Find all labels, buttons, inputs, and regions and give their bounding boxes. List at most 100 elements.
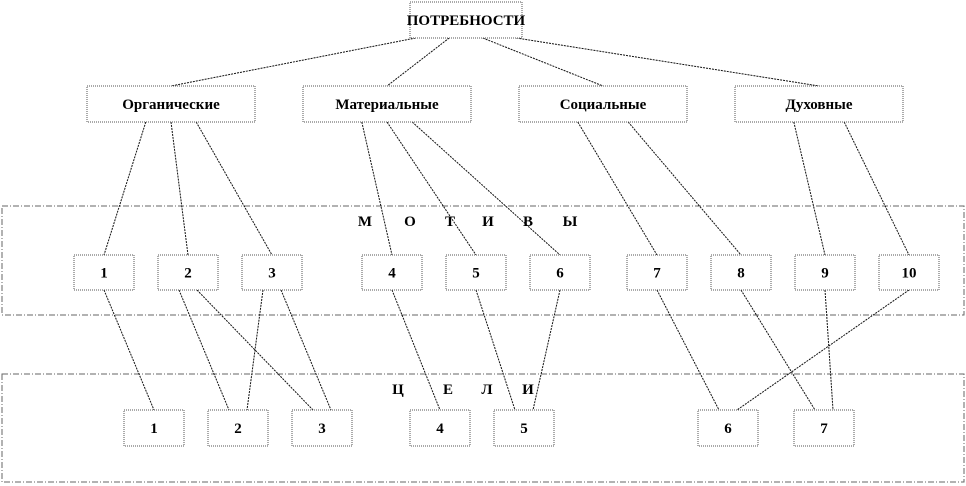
goal-node-5: 5 (493, 409, 555, 447)
node-box (86, 85, 256, 123)
motive-node-10: 10 (878, 254, 940, 291)
motive-node-8: 8 (710, 254, 772, 291)
edge-root-mat (386, 37, 450, 87)
category-node-org: Органические (86, 85, 256, 123)
node-box (710, 254, 772, 291)
node-box (73, 254, 135, 291)
node-label: Духовные (786, 97, 853, 113)
node-label: 4 (388, 266, 396, 282)
motive-node-6: 6 (529, 254, 591, 291)
goals-title-letter: Ц (392, 382, 404, 398)
edge-org-m1 (103, 121, 147, 256)
node-label: 6 (556, 266, 564, 282)
goal-node-6: 6 (697, 409, 759, 447)
motive-node-2: 2 (157, 254, 219, 291)
edge-m3-g2 (246, 289, 264, 411)
node-box (291, 409, 353, 447)
node-label: 1 (100, 266, 108, 282)
node-label: 7 (653, 266, 661, 282)
node-box (157, 254, 219, 291)
category-node-soc: Социальные (518, 85, 688, 123)
motives-title-letter: Ы (563, 214, 578, 230)
node-box (878, 254, 940, 291)
node-label: 7 (820, 421, 828, 437)
edge-m7-g6 (656, 289, 720, 411)
node-box (626, 254, 688, 291)
motive-node-3: 3 (241, 254, 303, 291)
node-label: Социальные (560, 97, 647, 113)
edge-m3-g3 (280, 289, 332, 411)
node-label: 4 (436, 421, 444, 437)
node-box (734, 85, 904, 123)
node-label: 5 (520, 421, 528, 437)
edge-soc-m8 (627, 121, 742, 256)
motives-title-letter: И (482, 214, 494, 230)
node-box (123, 409, 185, 447)
edge-duh-m9 (793, 121, 826, 256)
root-node-needs: ПОТРЕБНОСТИ (407, 1, 526, 39)
node-label: 2 (234, 421, 242, 437)
node-box (493, 409, 555, 447)
category-node-duh: Духовные (734, 85, 904, 123)
goals-title-letter: И (522, 382, 534, 398)
motives-title-letter: М (358, 214, 372, 230)
goals-title-letter: Л (481, 382, 492, 398)
motives-title-letter: Т (445, 214, 455, 230)
edge-m10-g6 (736, 289, 910, 411)
edge-root-duh (516, 37, 820, 87)
goal-node-1: 1 (123, 409, 185, 447)
motive-node-7: 7 (626, 254, 688, 291)
goal-node-4: 4 (409, 409, 471, 447)
goal-node-7: 7 (793, 409, 855, 447)
node-box (207, 409, 269, 447)
node-box (361, 254, 423, 291)
motive-node-4: 4 (361, 254, 423, 291)
node-box (302, 85, 472, 123)
node-label: 1 (150, 421, 158, 437)
node-box (409, 1, 523, 39)
node-label: 6 (724, 421, 732, 437)
edge-mat-m5 (386, 121, 477, 256)
goal-node-2: 2 (207, 409, 269, 447)
goals-title-letter: Е (443, 382, 453, 398)
node-label: 2 (184, 266, 192, 282)
node-label: 8 (737, 266, 745, 282)
edge-org-m3 (195, 121, 273, 256)
motive-node-1: 1 (73, 254, 135, 291)
category-node-mat: Материальные (302, 85, 472, 123)
edge-m9-g7 (824, 289, 834, 411)
node-box (697, 409, 759, 447)
motive-node-9: 9 (794, 254, 856, 291)
node-label: 3 (268, 266, 276, 282)
edge-duh-m10 (843, 121, 910, 256)
edge-root-org (170, 37, 416, 87)
node-label: Органические (122, 97, 220, 113)
edge-m4-g4 (391, 289, 441, 411)
edge-m2-g3 (196, 289, 314, 411)
node-box (518, 85, 688, 123)
edge-m1-g1 (103, 289, 155, 411)
node-label: 5 (472, 266, 480, 282)
node-label: 9 (821, 266, 829, 282)
node-box (529, 254, 591, 291)
motives-title-letter: В (523, 214, 533, 230)
motives-title-letter: О (404, 214, 416, 230)
edge-mat-m4 (361, 121, 393, 256)
node-box (445, 254, 507, 291)
motive-node-5: 5 (445, 254, 507, 291)
node-label: ПОТРЕБНОСТИ (407, 13, 526, 29)
goal-node-3: 3 (291, 409, 353, 447)
edge-m6-g5 (532, 289, 561, 411)
node-box (241, 254, 303, 291)
edge-root-soc (482, 37, 604, 87)
edge-soc-m7 (577, 121, 658, 256)
edge-mat-m6 (411, 121, 561, 256)
edge-m5-g5 (475, 289, 516, 411)
goals-band (1, 373, 965, 483)
motives-band (1, 205, 965, 316)
node-label: 10 (902, 266, 917, 282)
node-box (793, 409, 855, 447)
node-box (794, 254, 856, 291)
